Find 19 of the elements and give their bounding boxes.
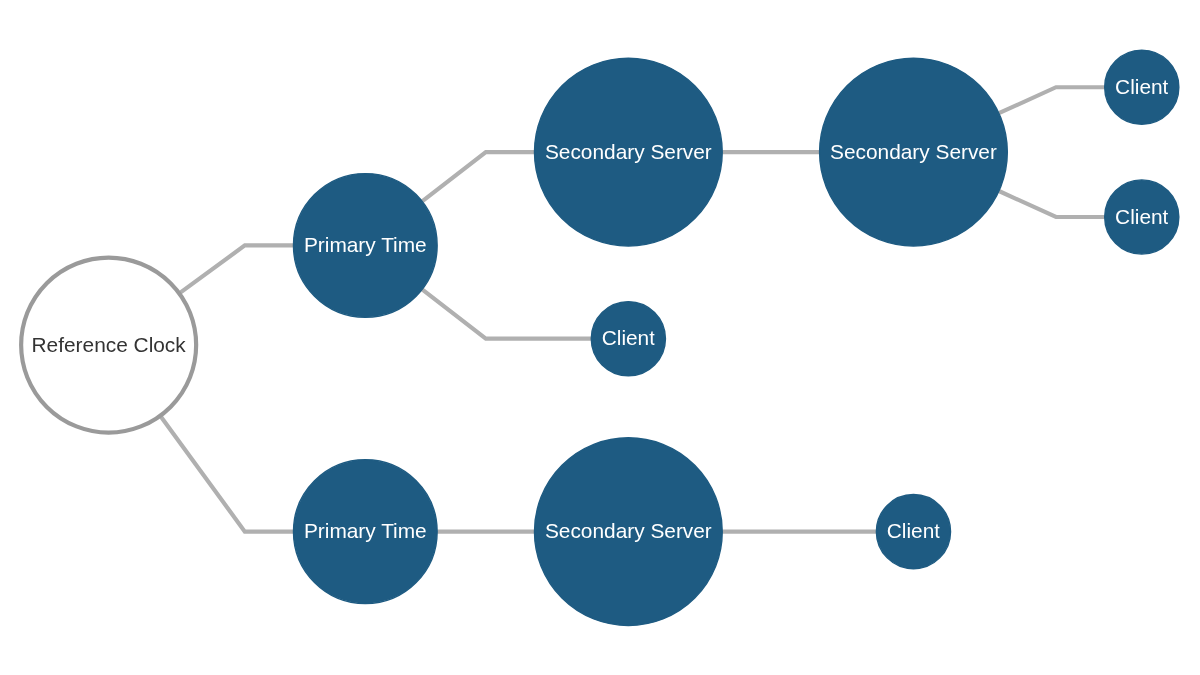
connector xyxy=(178,243,294,295)
node-circle: Client xyxy=(1103,49,1180,125)
node-circle: Client xyxy=(875,493,952,570)
node-circle: Client xyxy=(590,300,667,377)
node-circle: Client xyxy=(1103,178,1180,255)
connector xyxy=(420,149,535,203)
node-circle: Secondary Server xyxy=(533,57,723,247)
node-circle: Secondary Server xyxy=(533,436,723,626)
node-circle: Reference Clock xyxy=(19,255,199,435)
connector xyxy=(998,84,1105,115)
node-circle: Primary Time xyxy=(292,458,438,604)
connector xyxy=(420,287,592,341)
node-circle: Primary Time xyxy=(292,172,438,318)
connector xyxy=(722,149,820,154)
node-circle: Secondary Server xyxy=(818,57,1009,247)
connector xyxy=(437,529,535,534)
connector xyxy=(998,188,1105,219)
connector xyxy=(722,529,877,534)
connector xyxy=(158,414,294,534)
